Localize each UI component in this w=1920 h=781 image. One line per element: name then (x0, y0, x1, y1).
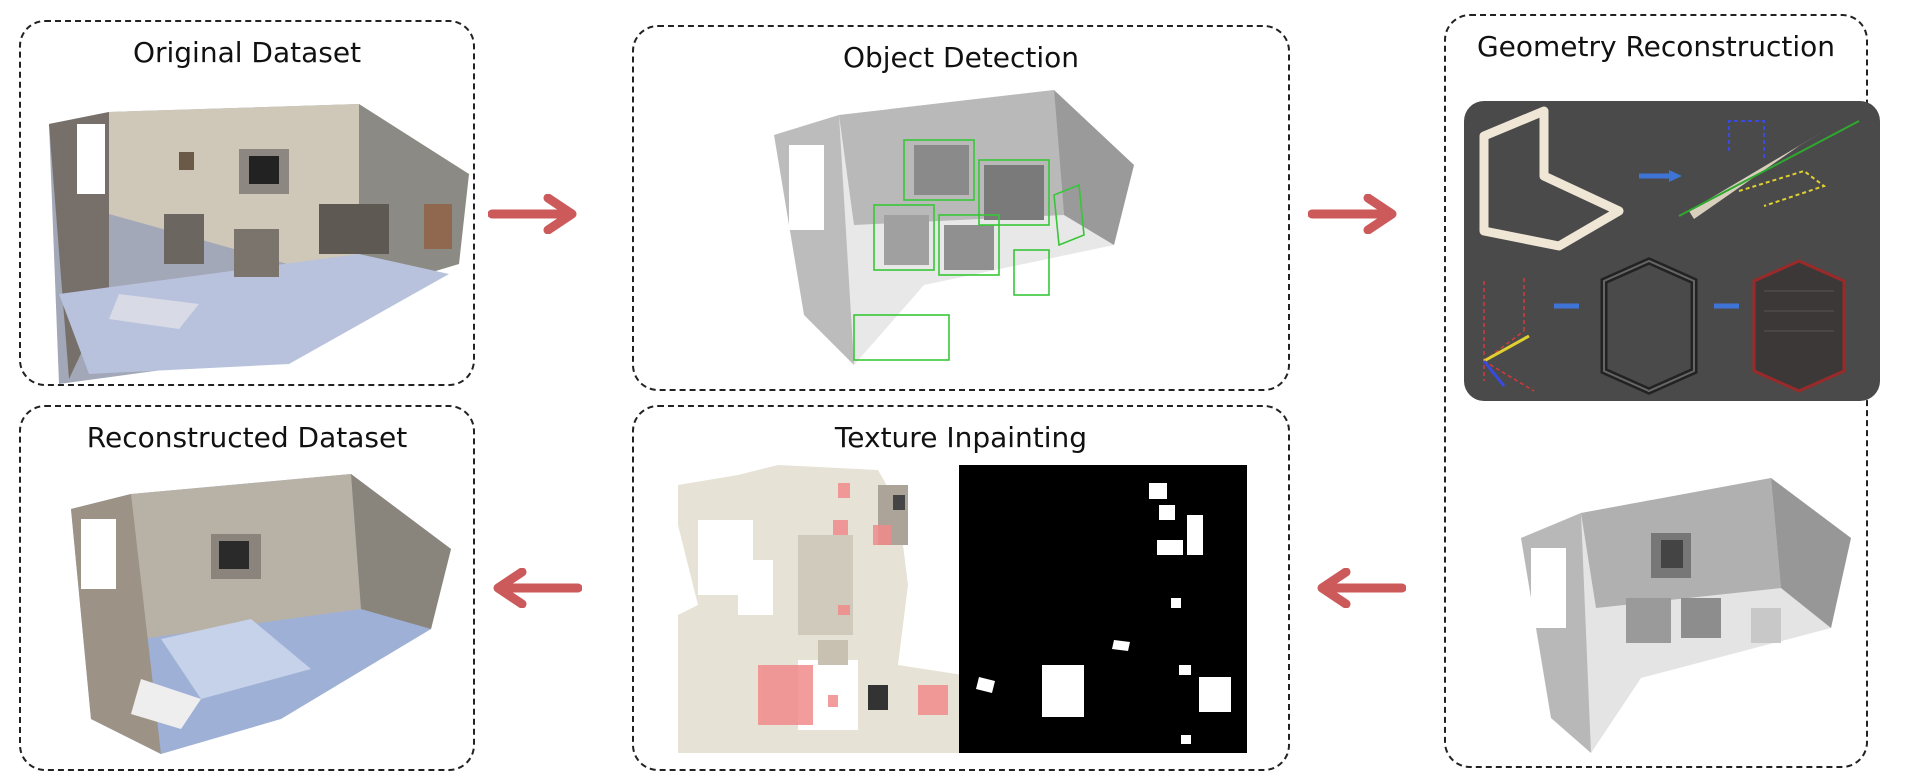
right-arrow-icon (488, 194, 577, 234)
room-mesh-gray-image (1521, 478, 1851, 753)
panel-title: Texture Inpainting (834, 421, 1088, 454)
right-arrow-icon (1308, 194, 1397, 234)
panel-geometry-reconstruction: Geometry Reconstruction (1444, 14, 1880, 768)
panel-title: Reconstructed Dataset (86, 421, 408, 454)
panel-title: Original Dataset (132, 36, 362, 69)
texture-atlas-image (678, 465, 963, 753)
room-mesh-detection-image (774, 90, 1134, 365)
panel-reconstructed-dataset: Reconstructed Dataset (19, 405, 475, 771)
panel-title: Geometry Reconstruction (1476, 30, 1836, 63)
room-mesh-reconstructed-image (71, 474, 451, 754)
room-mesh-colored-image (49, 104, 469, 384)
geometry-steps-image (1464, 101, 1880, 401)
panel-original-dataset: Original Dataset (19, 20, 475, 386)
panel-texture-inpainting: Texture Inpainting (632, 405, 1290, 771)
panel-title: Object Detection (842, 41, 1080, 74)
left-arrow-icon (493, 568, 582, 608)
left-arrow-icon (1317, 568, 1406, 608)
panel-object-detection: Object Detection (632, 25, 1290, 391)
inpainting-mask-image (959, 465, 1247, 753)
